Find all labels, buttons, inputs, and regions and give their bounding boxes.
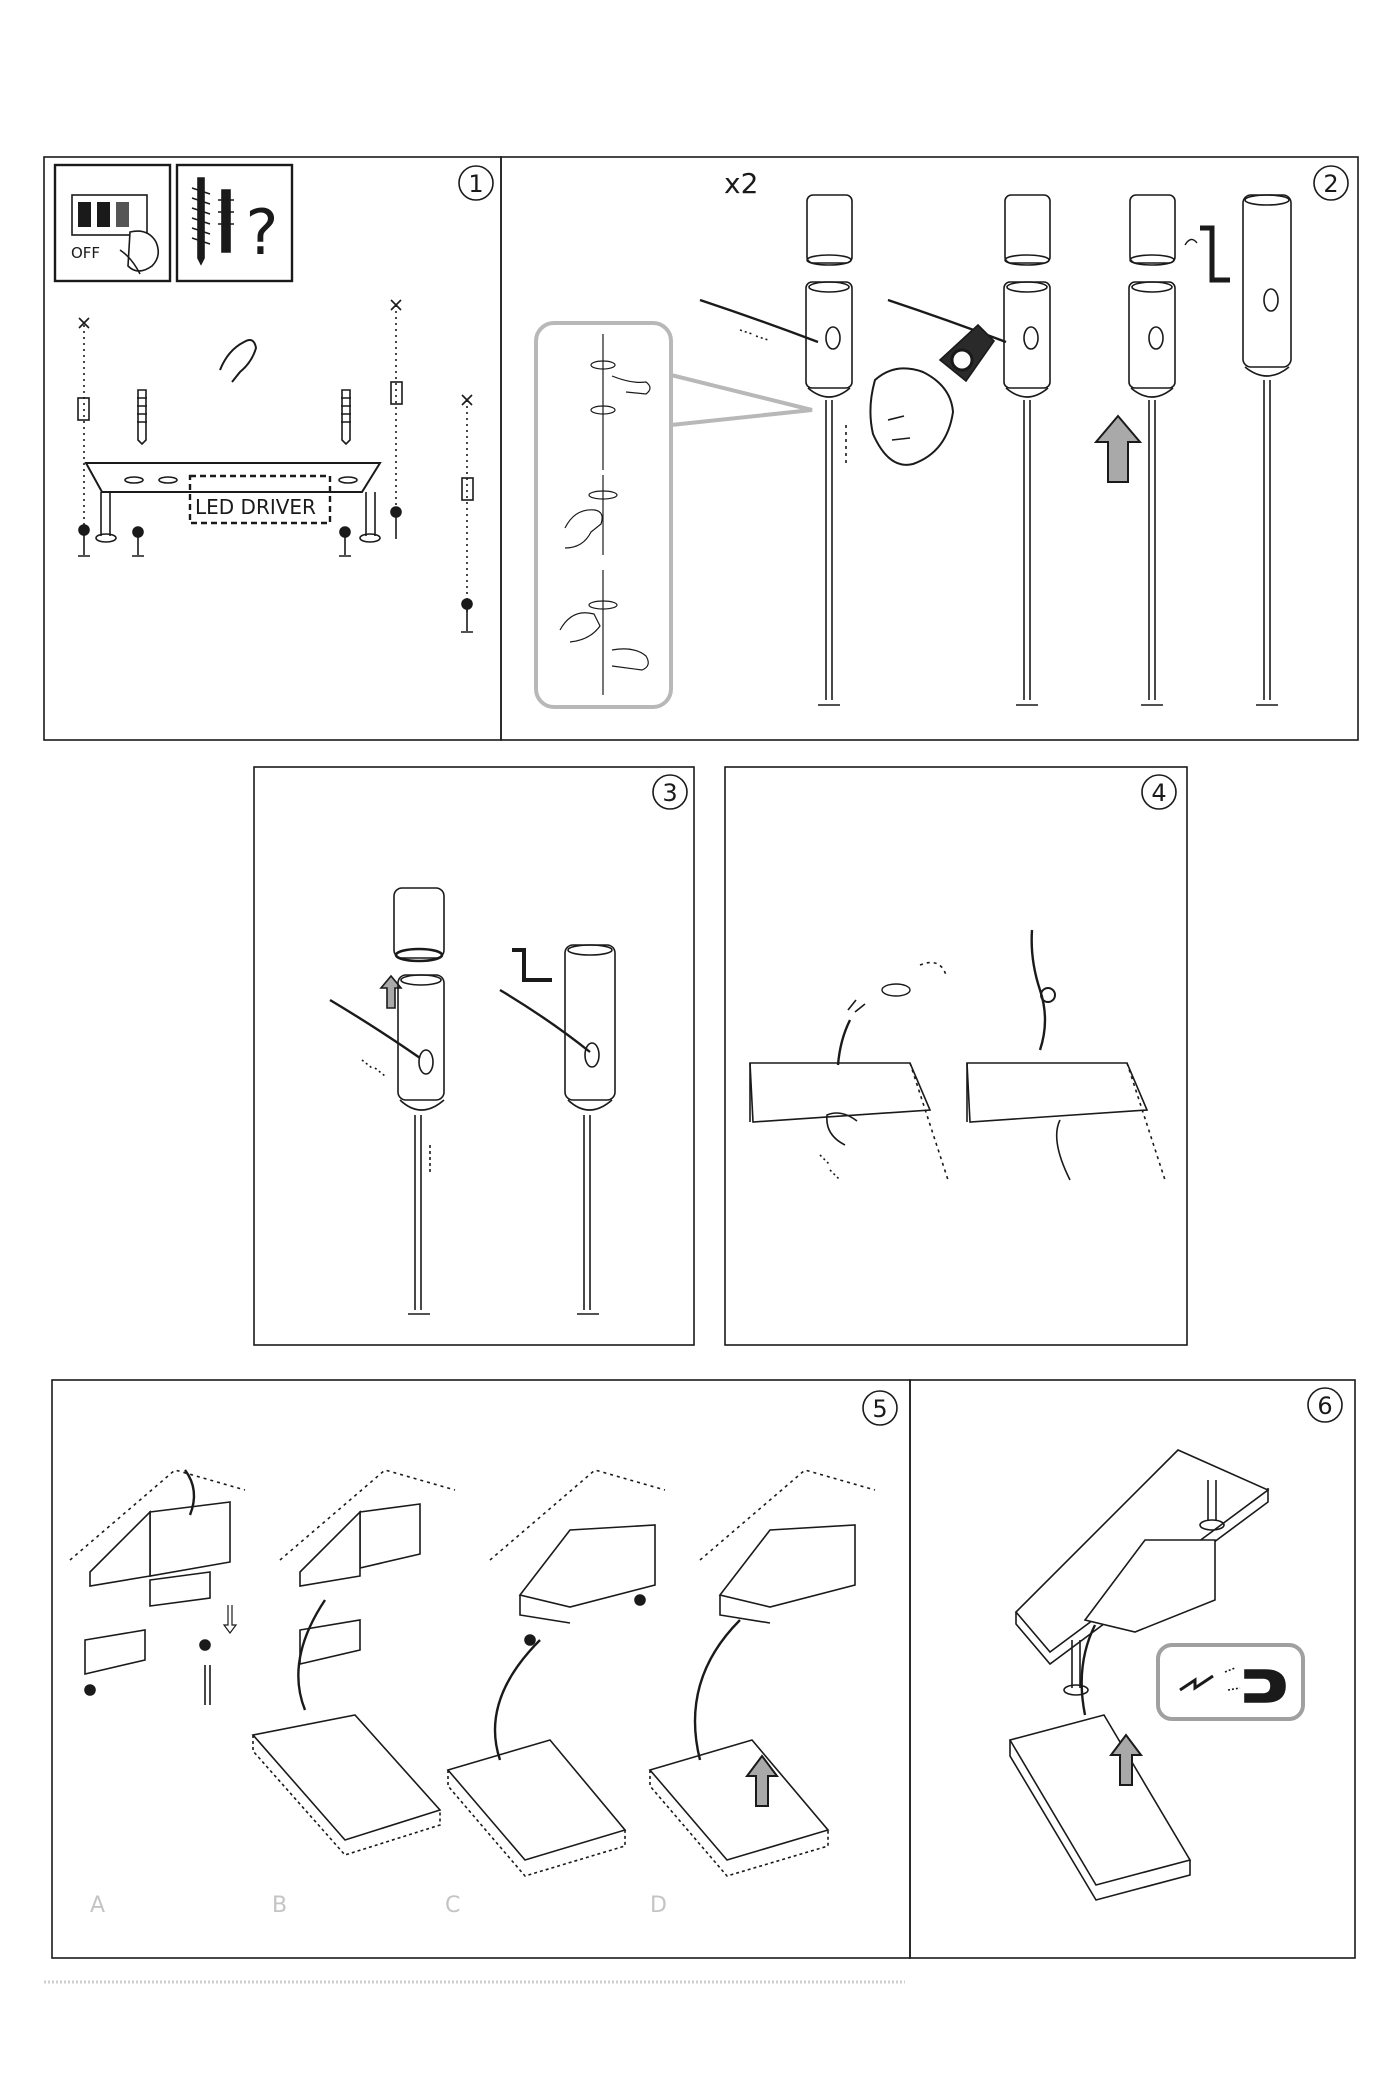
sub-label-d: D — [650, 1893, 667, 1918]
ceiling-block-right — [966, 929, 1166, 1181]
panel-3-frame — [253, 766, 695, 1346]
panel-step-2: 2 x2 — [500, 156, 1359, 741]
step-5-figure-d — [648, 1469, 876, 1877]
panel-4-frame — [724, 766, 1188, 1346]
pendant-a — [699, 194, 853, 706]
canopy-plate — [84, 462, 382, 493]
pendant-open — [329, 887, 445, 1315]
scissors-icon — [869, 323, 996, 466]
panel-6-frame — [909, 1379, 1356, 1959]
step-3-badge — [652, 774, 688, 810]
step-1-number: 1 — [468, 170, 483, 198]
step-6-number: 6 — [1317, 1392, 1332, 1420]
standoffs — [78, 492, 473, 633]
step-5-badge — [862, 1390, 898, 1426]
step-2-number: 2 — [1323, 170, 1338, 198]
magnet-icon — [1156, 1643, 1305, 1721]
ceiling-plate-assembled — [1008, 1449, 1270, 1901]
sub-label-a: A — [90, 1893, 105, 1918]
step-3-number: 3 — [662, 779, 677, 807]
led-driver-label: LED DRIVER — [195, 495, 316, 519]
sub-label-b: B — [272, 1893, 287, 1918]
panel-step-3: 3 — [253, 766, 695, 1346]
step-1-badge — [458, 165, 494, 201]
detail-callout — [534, 321, 813, 709]
screw-anchor-icon: ? — [175, 163, 294, 283]
panel-step-1: 1 OFF ? — [43, 156, 502, 741]
step-5-figure-a — [69, 1469, 246, 1705]
up-arrow-icon — [1093, 414, 1143, 483]
callout-detail-hands — [559, 334, 651, 695]
wall-plugs — [77, 381, 474, 501]
mount-lines — [83, 305, 468, 612]
allen-key-icon — [1200, 225, 1230, 283]
ceiling-block-left — [749, 961, 949, 1181]
pendant-d — [1242, 194, 1292, 706]
led-driver-box — [188, 474, 332, 525]
breaker-off-label: OFF — [71, 244, 100, 262]
breaker-off-icon: OFF — [53, 163, 172, 283]
pendant-c — [1128, 194, 1176, 706]
step-2-badge — [1313, 165, 1349, 201]
panel-2-frame — [500, 156, 1359, 741]
multiplier-label: x2 — [724, 167, 758, 200]
question-icon: ? — [246, 196, 279, 269]
panel-step-6: 6 — [909, 1379, 1356, 1959]
hand-tool-icon — [219, 339, 258, 383]
step-4-number: 4 — [1151, 779, 1166, 807]
step-6-badge — [1307, 1387, 1343, 1423]
panel-step-4: 4 — [724, 766, 1188, 1346]
panel-5-frame — [51, 1379, 911, 1959]
panel-step-5: 5 — [51, 1379, 911, 1959]
step-5-number: 5 — [872, 1395, 887, 1423]
sub-label-c: C — [445, 1893, 460, 1918]
pendant-b — [887, 194, 1051, 706]
pendant-closed — [499, 944, 616, 1315]
step-4-badge — [1141, 774, 1177, 810]
step-5-figure-c — [446, 1469, 666, 1877]
step-5-figure-b — [251, 1469, 456, 1856]
